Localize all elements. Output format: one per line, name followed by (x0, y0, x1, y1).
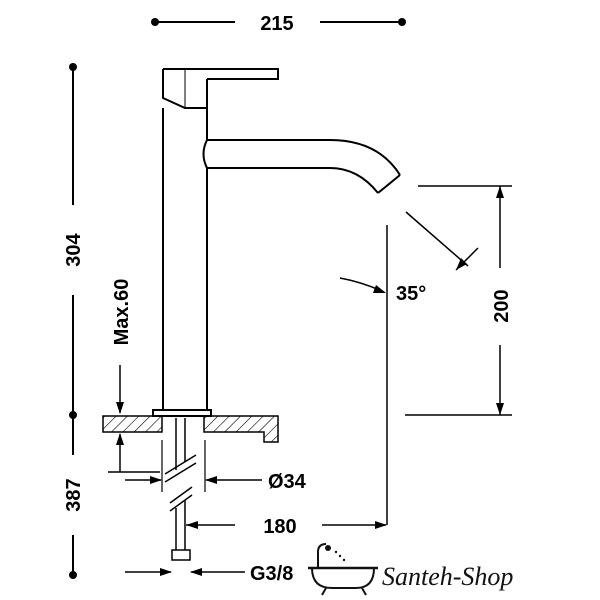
total-height-label: 304 (63, 232, 85, 266)
countertop (102, 415, 279, 443)
logo-text: Santeh-Shop (382, 562, 513, 591)
spout-height-dimension: 200 (405, 185, 513, 416)
supply-hose (164, 418, 197, 561)
reach-dimension: 180 (186, 225, 388, 538)
hole-diameter-dimension: Ø34 (125, 440, 307, 493)
lower-height-dimension: 387 (63, 415, 85, 579)
reach-label: 180 (263, 516, 296, 538)
faucet-body (152, 68, 401, 417)
width-label: 215 (260, 13, 293, 35)
santeh-shop-logo: Santeh-Shop (308, 543, 513, 596)
spout-height-label: 200 (491, 289, 513, 322)
width-dimension: 215 (151, 13, 406, 35)
connection-label: G3/8 (250, 563, 293, 585)
spout-angle-dimension: 35° (339, 211, 479, 305)
total-height-dimension: 304 (63, 63, 85, 419)
lower-height-label: 387 (63, 478, 85, 511)
connection-dimension: G3/8 (125, 563, 293, 585)
max-thickness-label: Max.60 (111, 279, 133, 346)
spout-angle-label: 35° (396, 283, 426, 305)
hole-diameter-label: Ø34 (268, 471, 307, 493)
max-thickness-dimension: Max.60 (108, 279, 160, 473)
bathtub-icon (308, 543, 378, 596)
